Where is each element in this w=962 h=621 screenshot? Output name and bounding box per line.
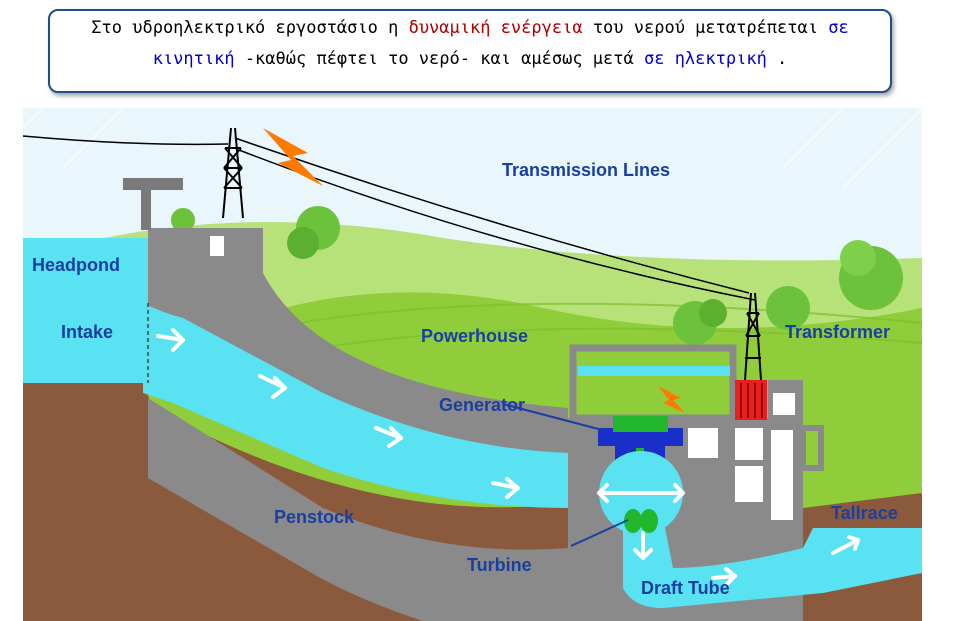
sky-stripes [23,108,922,190]
tree-middle [673,299,727,345]
caption-highlight-se: σε [828,18,849,38]
generator-rotor [613,416,668,432]
flow-arrows-penstock [156,328,520,499]
penstock-base-concrete [148,398,568,621]
label-intake: Intake [61,322,113,342]
lightning-bolt-icon [658,386,685,413]
hydro-plant-diagram: Transmission Lines Headpond Intake Power… [23,108,922,621]
caption-text: . [766,49,788,69]
tree-small [171,208,195,232]
flow-arrows-turbine [597,483,860,586]
transformer-fins [740,383,763,418]
tree-right [766,240,903,330]
caption-text: του νερού μετατρέπεται [582,18,829,38]
label-transformer: Transformer [785,322,890,342]
label-transmission-lines: Transmission Lines [502,160,670,180]
gate-top [123,178,183,190]
gate-post [141,190,151,230]
powerhouse-window-2 [735,428,763,460]
caption-text: Στο υδροηλεκτρικό εργοστάσιο η [91,18,409,38]
caption-line-1: Στο υδροηλεκτρικό εργοστάσιο η δυναμική … [50,18,890,38]
label-tailrace: Tallrace [831,503,898,523]
powerhouse-ledge [800,425,824,471]
caption-highlight-potential-energy: δυναμική ενέργεια [408,18,583,38]
transformer-window [773,393,795,415]
caption-highlight-kinetic: κινητική [152,49,235,69]
powerhouse-window-1 [688,428,718,458]
penstock-water [143,303,568,508]
label-generator: Generator [439,395,525,415]
caption-highlight-electric: σε ηλεκτρική [643,49,767,69]
label-penstock: Penstock [274,507,355,527]
powerhouse-window-4 [771,430,793,520]
label-turbine: Turbine [467,555,532,575]
caption-text: -καθώς πέφτει το νερό- και αμέσως μετά [234,49,644,69]
generator-top [598,428,683,446]
pylon-right [744,292,762,381]
label-powerhouse: Powerhouse [421,326,528,346]
label-draft-tube: Draft Tube [641,578,730,598]
caption-box: Στο υδροηλεκτρικό εργοστάσιο η δυναμική … [48,9,892,93]
crane-rail [578,366,730,376]
label-headpond: Headpond [32,255,120,275]
tree-left [287,206,340,259]
powerhouse-window-3 [735,466,763,502]
dam-concrete [148,228,568,458]
pylon-left [222,127,244,219]
earth-left [23,383,153,621]
dam-window [210,236,224,256]
headpond-water [23,238,148,383]
generator-leader-line [502,403,607,432]
caption-line-2: κινητική -καθώς πέφτει το νερό- και αμέσ… [50,49,890,69]
draft-tube-water [623,518,922,608]
turbine-runner [624,509,658,533]
turbine-leader-line [570,519,629,547]
lightning-bolt-icon [263,128,323,186]
